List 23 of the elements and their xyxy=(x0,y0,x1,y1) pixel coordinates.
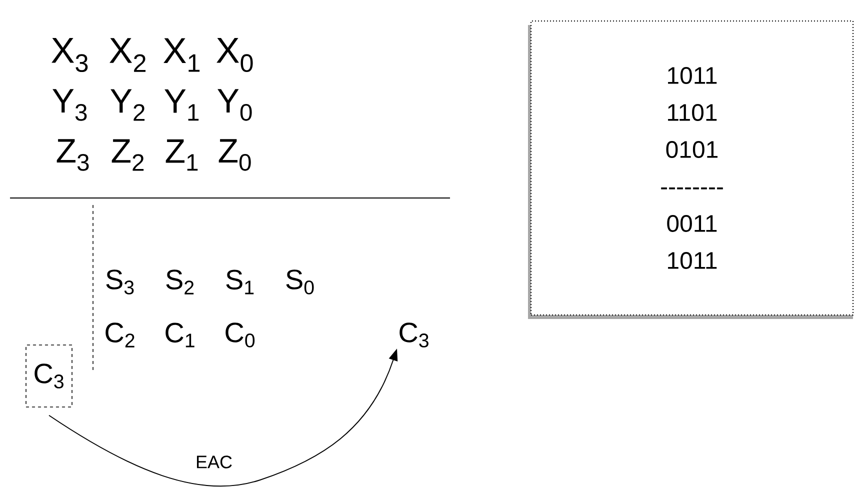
bit-label: S$_{1}$ xyxy=(226,270,254,294)
bit-label: X$_{2}$ xyxy=(110,38,146,72)
bit-label: C$_{1}$ xyxy=(166,322,194,348)
edge-label: EAC xyxy=(194,454,234,470)
bit-label: Y$_{1}$ xyxy=(164,89,199,121)
bit-label: C$_{3}$ xyxy=(400,322,428,348)
bit-label: Z$_{0}$ xyxy=(218,139,251,171)
bit-label: X$_{3}$ xyxy=(52,38,88,72)
dashed-box: C$_{3}$ xyxy=(26,344,72,408)
bit-label: X$_{0}$ xyxy=(216,38,253,72)
bit-label: S$_{2}$ xyxy=(166,270,194,294)
bit-label: C$_{0}$ xyxy=(226,322,255,348)
bit-label: S$_{0}$ xyxy=(286,270,314,294)
bit-label: Y$_{3}$ xyxy=(52,89,87,121)
bit-label: X$_{1}$ xyxy=(164,38,200,72)
dotted-box: 1011 1101 0101 -------- 0011 1011 xyxy=(528,20,854,319)
bit-label: Z$_{2}$ xyxy=(112,139,144,171)
bit-label: C$_{2}$ xyxy=(106,322,134,348)
bit-label: Y$_{2}$ xyxy=(110,89,145,121)
bit-label: S$_{3}$ xyxy=(106,270,134,294)
bit-label: Y$_{0}$ xyxy=(218,89,252,121)
bit-label: Z$_{1}$ xyxy=(166,139,198,171)
bit-label: Z$_{3}$ xyxy=(56,139,89,171)
